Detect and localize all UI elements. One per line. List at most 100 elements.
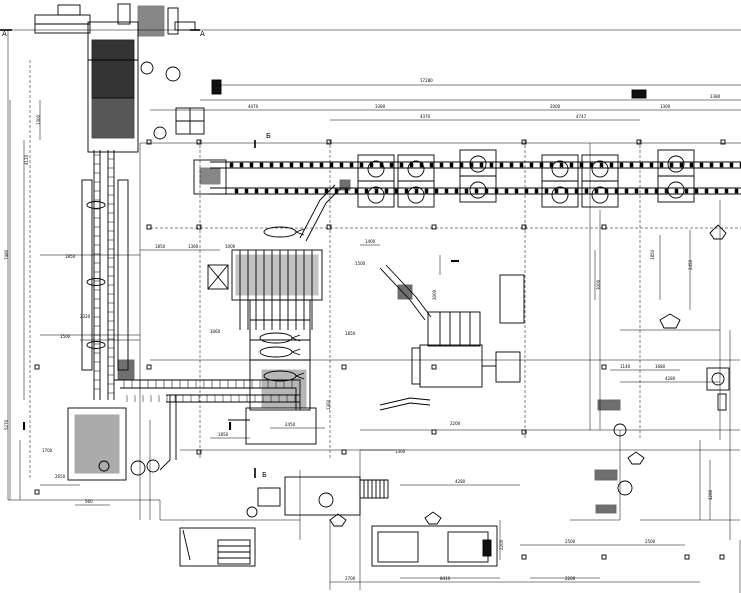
dim-label: 1400 bbox=[365, 239, 376, 244]
chain-link bbox=[434, 188, 439, 194]
machine-rotor bbox=[469, 181, 487, 199]
dim-label: 3000 bbox=[432, 289, 437, 300]
dim-label: 2200 bbox=[450, 421, 461, 426]
carcass-leg bbox=[295, 375, 305, 380]
chain-link bbox=[259, 162, 264, 168]
chain-link bbox=[364, 188, 369, 194]
chain-link bbox=[369, 162, 374, 168]
chain-link bbox=[539, 162, 544, 168]
vertical-conveyor-tower bbox=[34, 3, 222, 153]
chain-link bbox=[449, 162, 454, 168]
dim-label: 4470 bbox=[248, 104, 259, 109]
chain-link bbox=[529, 162, 534, 168]
carcass bbox=[263, 226, 297, 238]
carcass-handling-area bbox=[207, 249, 323, 445]
machine-rotor bbox=[367, 186, 385, 204]
chain-link bbox=[279, 162, 284, 168]
machine-rotor bbox=[367, 160, 385, 178]
chain-link bbox=[684, 188, 689, 194]
carcass bbox=[86, 341, 106, 349]
chain-link bbox=[349, 162, 354, 168]
chain-link bbox=[704, 188, 709, 194]
axis-lines bbox=[29, 60, 741, 480]
chain-link bbox=[569, 162, 574, 168]
machine-rotor bbox=[667, 155, 685, 173]
carcass-leg bbox=[291, 334, 301, 339]
machine-rotor bbox=[469, 155, 487, 173]
dim-label: 2200 bbox=[565, 576, 576, 581]
dim-label: 4280 bbox=[455, 479, 466, 484]
dim-label: 2200 bbox=[499, 539, 504, 550]
carcass bbox=[86, 278, 106, 286]
dim-label: 2500 bbox=[645, 539, 656, 544]
chain-link bbox=[254, 188, 259, 194]
processing-machines bbox=[357, 149, 695, 208]
machine-rotor bbox=[407, 186, 425, 204]
dim-label: 5270 bbox=[4, 419, 9, 430]
chain-link bbox=[639, 162, 644, 168]
dim-label: 1380 bbox=[710, 94, 721, 99]
chain-link bbox=[594, 188, 599, 194]
carcass bbox=[259, 346, 293, 358]
chain-link bbox=[614, 188, 619, 194]
chain-link bbox=[634, 188, 639, 194]
elevation-mark-center: I bbox=[228, 420, 232, 433]
building-outline bbox=[0, 29, 741, 593]
chain-link bbox=[319, 162, 324, 168]
chain-link bbox=[289, 162, 294, 168]
chain-link bbox=[389, 162, 394, 168]
chain-link bbox=[474, 188, 479, 194]
dimension-lines bbox=[9, 84, 741, 583]
carcass bbox=[259, 332, 293, 344]
chain-link bbox=[599, 162, 604, 168]
chain-link bbox=[399, 162, 404, 168]
chain-link bbox=[264, 188, 269, 194]
chain-link bbox=[409, 162, 414, 168]
dim-label: 17280 bbox=[420, 78, 433, 83]
carcass-shapes bbox=[86, 201, 305, 382]
main-processing-line bbox=[193, 159, 741, 195]
chain-link bbox=[609, 162, 614, 168]
main-line-links bbox=[229, 162, 741, 194]
chain-link bbox=[624, 188, 629, 194]
dim-label: 2000 bbox=[550, 104, 561, 109]
chain-link bbox=[374, 188, 379, 194]
section-label-b-top: Б bbox=[266, 132, 271, 140]
chain-link bbox=[724, 188, 729, 194]
left-conveyor-links bbox=[94, 154, 114, 394]
carcass-leg bbox=[295, 228, 305, 233]
machine-rotor bbox=[591, 160, 609, 178]
chain-link bbox=[359, 162, 364, 168]
dim-label: 1360 bbox=[326, 399, 331, 410]
chain-link bbox=[729, 162, 734, 168]
chain-link bbox=[709, 162, 714, 168]
dim-label: 1300 bbox=[395, 449, 406, 454]
chain-link bbox=[659, 162, 664, 168]
carcass-leg bbox=[291, 351, 301, 356]
carcass-leg bbox=[295, 372, 305, 377]
diagonal-conveyors bbox=[299, 179, 432, 411]
machine-rotor bbox=[551, 186, 569, 204]
dim-label: 2650 bbox=[55, 474, 66, 479]
machine-rotor bbox=[407, 160, 425, 178]
chain-link bbox=[504, 188, 509, 194]
dim-label: 2450 bbox=[688, 259, 693, 270]
chain-link bbox=[574, 188, 579, 194]
machine-rotor bbox=[591, 186, 609, 204]
dim-label: 1850 bbox=[155, 244, 166, 249]
bottom-conveyor bbox=[67, 359, 301, 481]
chain-link bbox=[384, 188, 389, 194]
dim-label: 1850 bbox=[650, 249, 655, 260]
bottom-rooms bbox=[179, 476, 498, 567]
chain-link bbox=[494, 188, 499, 194]
chain-link bbox=[464, 188, 469, 194]
chain-link bbox=[249, 162, 254, 168]
dim-label: 1500 bbox=[60, 334, 71, 339]
chain-link bbox=[544, 188, 549, 194]
chain-link bbox=[654, 188, 659, 194]
dim-label: 2700 bbox=[345, 576, 356, 581]
elevation-mark-left: I bbox=[22, 420, 26, 433]
right-side-equipment bbox=[594, 89, 730, 514]
chain-link bbox=[314, 188, 319, 194]
chain-link bbox=[429, 162, 434, 168]
